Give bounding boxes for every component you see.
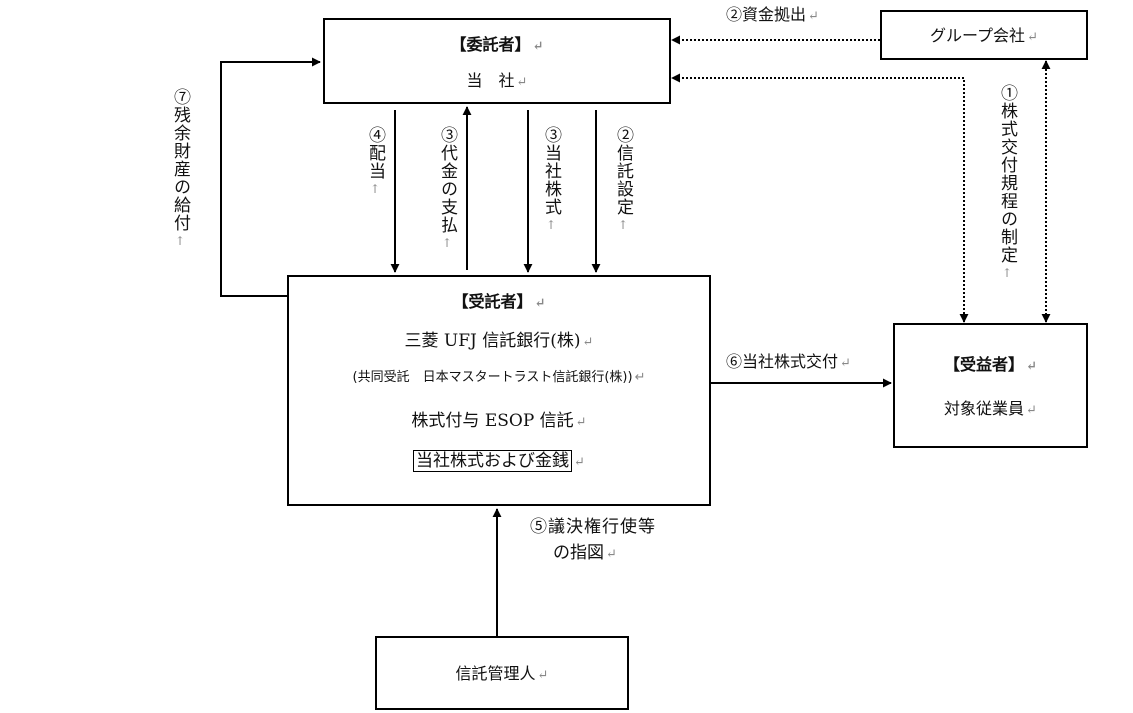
beneficiary-box: 【受益者】↵ 対象従業員↵ <box>893 323 1088 448</box>
label-voting-instruction-line2: の指図↵ <box>553 543 617 563</box>
group-company-box: グループ会社↵ <box>880 10 1088 60</box>
trust-name: 株式付与 ESOP 信託↵ <box>411 411 587 431</box>
label-company-shares: ③当社株式↑ <box>541 126 561 233</box>
label-funds-contribution: ②資金拠出↵ <box>726 5 819 24</box>
label-share-delivery: ⑥当社株式交付↵ <box>726 352 851 371</box>
label-trust-establishment: ②信託設定↑ <box>613 126 633 233</box>
beneficiary-title: 【受益者】↵ <box>944 355 1037 374</box>
trustee-title: 【受託者】↵ <box>452 292 546 311</box>
label-share-delivery-rules: ①株式交付規程の制定↑ <box>997 84 1017 281</box>
consignor-box: 【委託者】↵ 当 社↵ <box>323 18 671 104</box>
arrow-residual-assets <box>220 57 321 297</box>
trust-administrator-name: 信託管理人↵ <box>455 664 549 683</box>
consignor-title: 【委託者】↵ <box>450 35 544 54</box>
trustee-box: 【受託者】↵ 三菱 UFJ 信託銀行(株)↵ (共同受託 日本マスタートラスト信… <box>287 275 711 506</box>
consignor-name: 当 社↵ <box>466 71 528 90</box>
label-voting-instruction-line1: ⑤議決権行使等 <box>530 517 656 537</box>
beneficiary-name: 対象従業員↵ <box>944 399 1037 418</box>
trustee-bank: 三菱 UFJ 信託銀行(株)↵ <box>404 331 594 351</box>
label-dividend: ④配当↑ <box>365 126 385 197</box>
trust-assets: 当社株式および金銭↵ <box>289 450 709 472</box>
arrow-consignor-to-beneficiary-rule <box>671 73 969 323</box>
co-trustee: (共同受託 日本マスタートラスト信託銀行(株))↵ <box>352 370 646 385</box>
label-residual-assets: ⑦残余財産の給付↑ <box>170 88 190 249</box>
group-company-name: グループ会社↵ <box>930 26 1038 45</box>
label-payment: ③代金の支払↑ <box>437 126 457 251</box>
trust-administrator-box: 信託管理人↵ <box>375 636 629 710</box>
